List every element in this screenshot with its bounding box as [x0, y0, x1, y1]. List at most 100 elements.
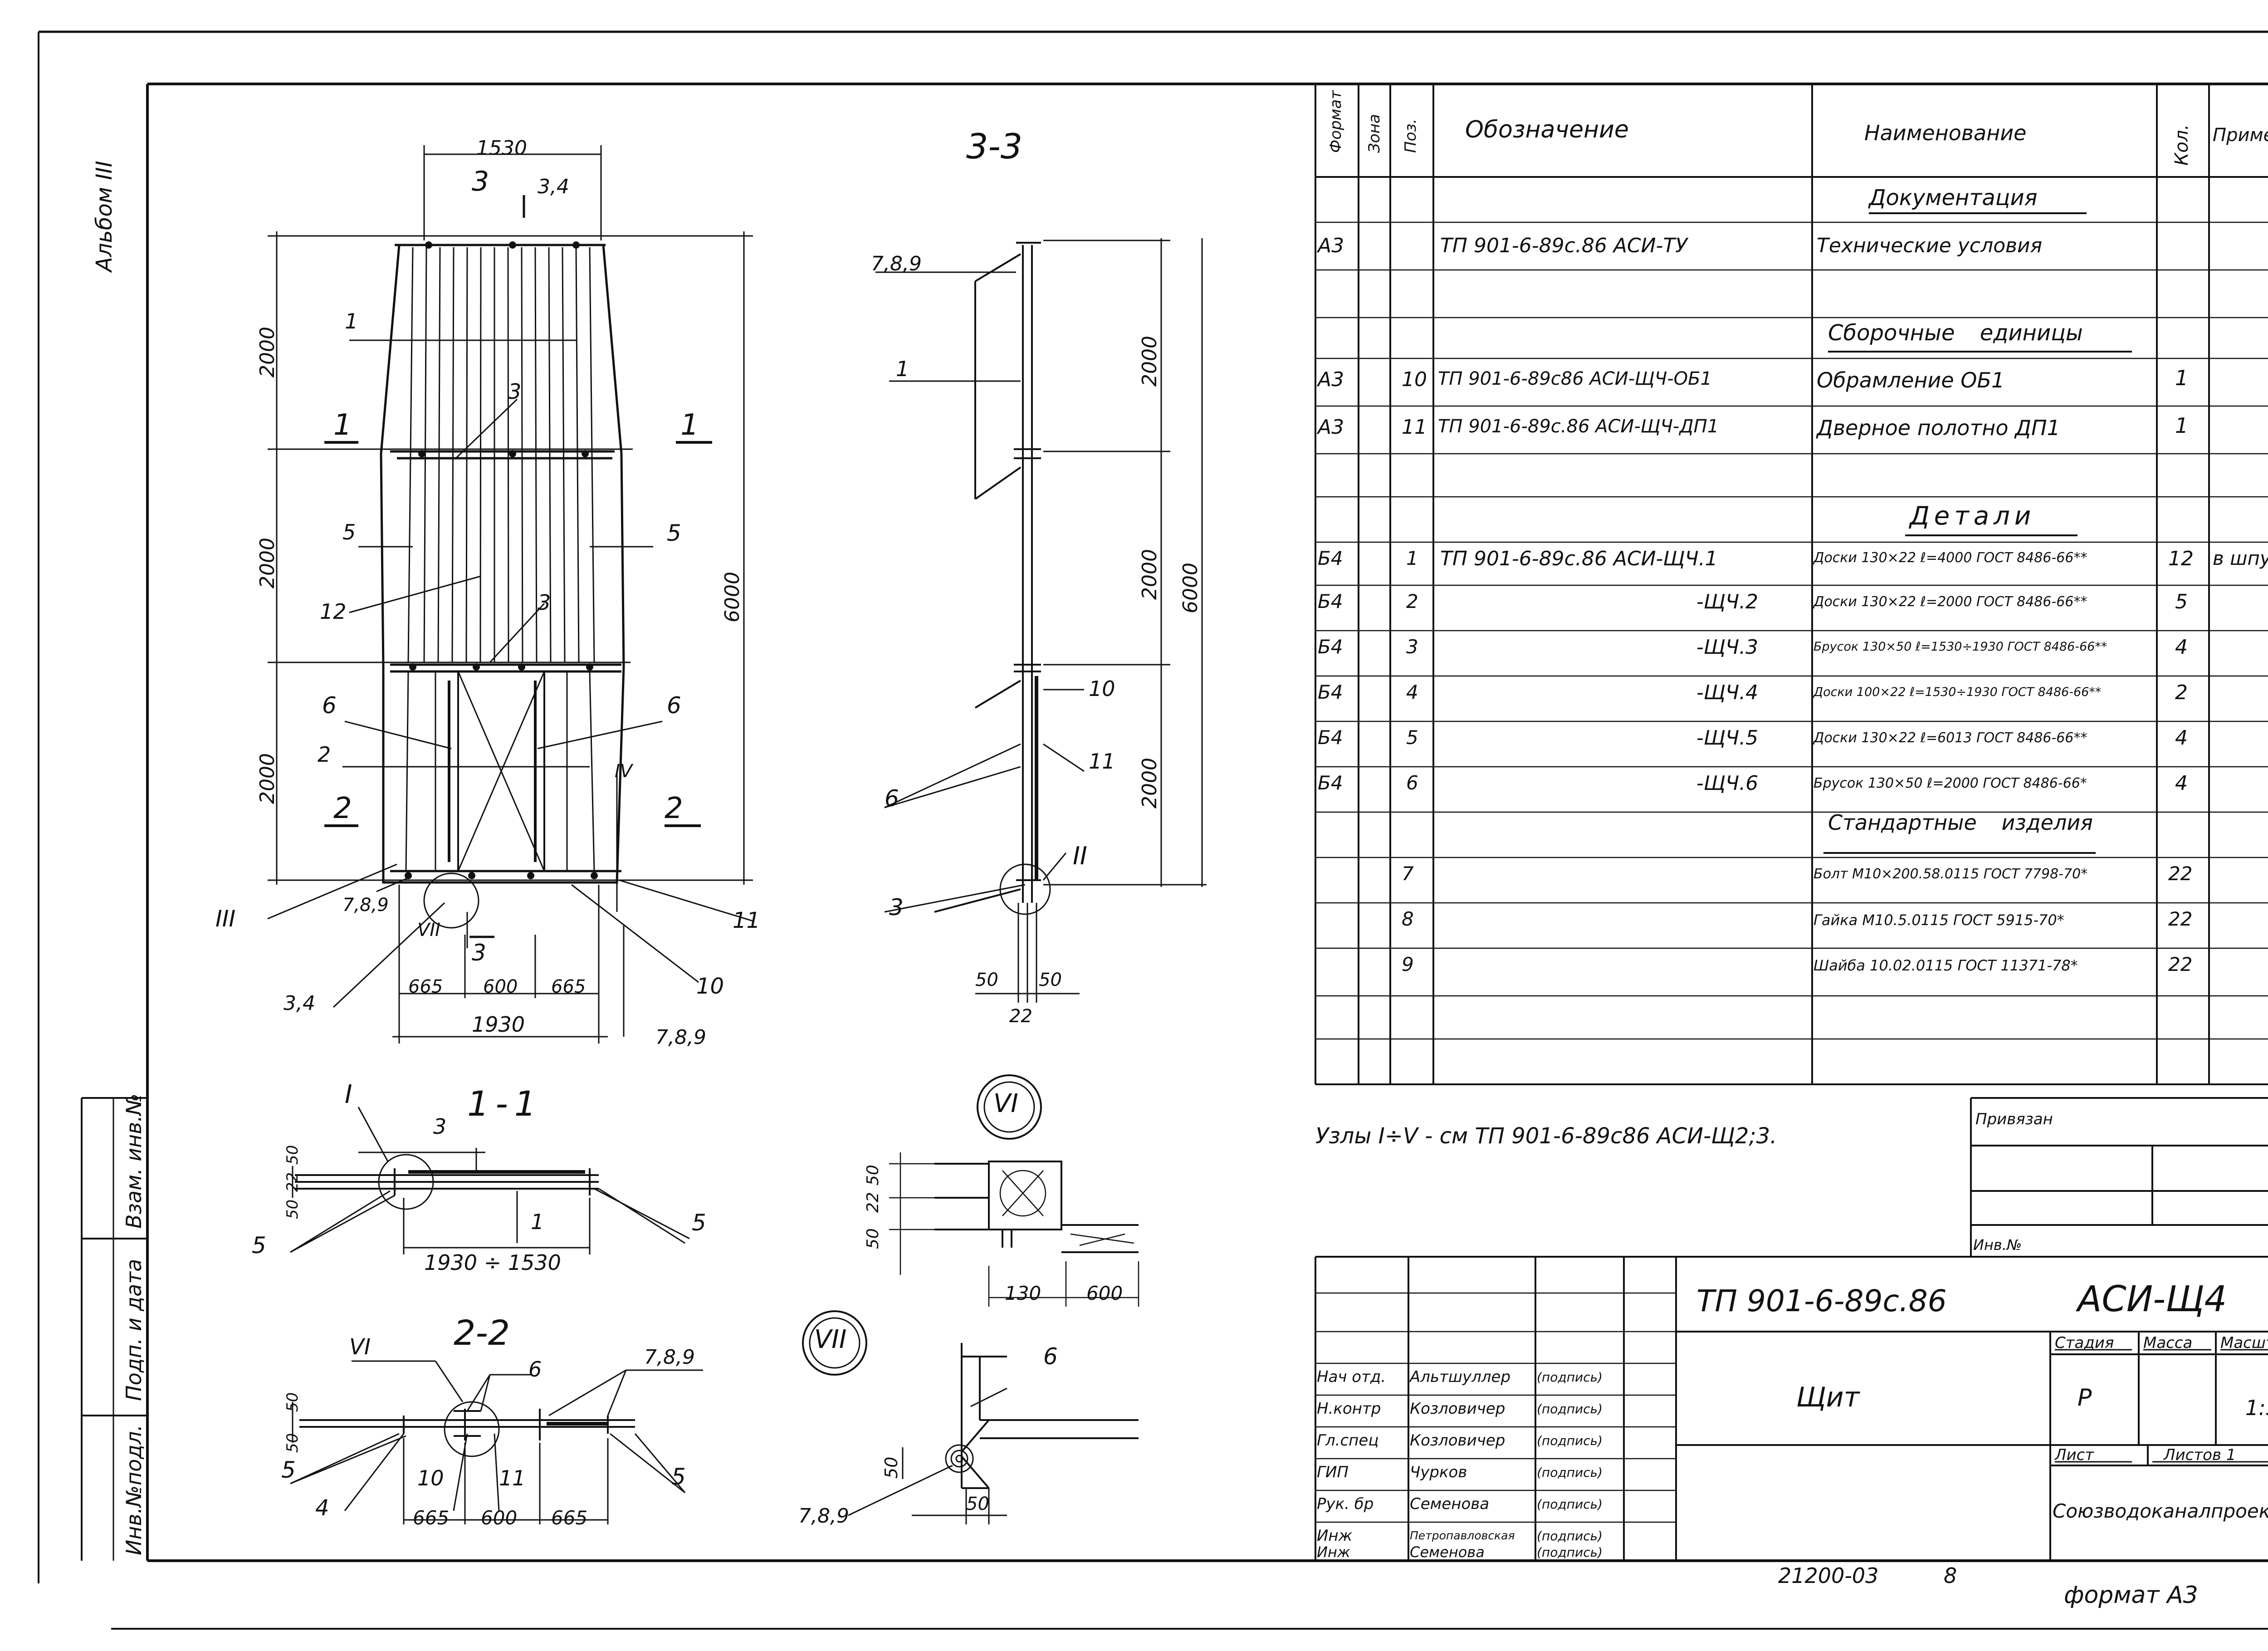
sec22-pos-5-right: 5 — [671, 1464, 686, 1490]
spec-row-pos: 3 — [1406, 636, 1418, 658]
sec22-pos-7-8-9: 7,8,9 — [644, 1346, 695, 1369]
sec33-pos-1: 1 — [896, 357, 909, 381]
sec33-pos-7-8-9: 7,8,9 — [871, 252, 922, 275]
person-sign: (подпись) — [1537, 1401, 1603, 1416]
sec33-dim-2000-b: 2000 — [1138, 549, 1161, 600]
pos-5-right: 5 — [667, 520, 681, 546]
person-name: Семенова — [1410, 1543, 1485, 1561]
spec-header-format: Формат — [1327, 90, 1345, 153]
sec22-dim-600: 600 — [481, 1507, 518, 1529]
stamp-podp-data: Подп. и дата — [122, 1259, 146, 1401]
nodeVI-dim-130: 130 — [1005, 1282, 1041, 1304]
spec-row-pos: 4 — [1406, 681, 1418, 703]
spec-row-name: Брусок 130×50 ℓ=2000 ГОСТ 8486-66* — [1813, 775, 2087, 791]
dim-2000-c: 2000 — [256, 753, 279, 804]
spec-row-qty: 2 — [2175, 681, 2188, 704]
person-name: Петропавловская — [1410, 1529, 1515, 1542]
spec-section-assembly: Сборочные единицы — [1828, 320, 2083, 346]
sec22-pos-11: 11 — [499, 1466, 526, 1490]
spec-row-name: Обрамление ОБ1 — [1817, 368, 2005, 392]
nodeVII-dim-50: 50 — [881, 1456, 901, 1479]
pos-3-4-bottom: 3,4 — [284, 992, 315, 1015]
person-name: Козловичер — [1410, 1431, 1505, 1450]
spec-row-designation: ТП 901-6-89с86 АСИ-ЩЧ-ОБ1 — [1438, 368, 1712, 389]
pos-2: 2 — [318, 742, 331, 767]
nodeVI-dim-50: 50 — [864, 1165, 882, 1186]
person-name: Альтшуллер — [1410, 1368, 1511, 1386]
dim-top-1530: 1530 — [476, 137, 527, 160]
sheets-header: Листов 1 — [2164, 1446, 2236, 1464]
spec-row-pos: 8 — [1402, 908, 1414, 930]
nodeVI-dim-22: 22 — [864, 1192, 882, 1213]
nodeVI-dim-50b: 50 — [864, 1228, 882, 1249]
dim-6000: 6000 — [721, 572, 744, 622]
section-mark-3-top: 3 — [472, 166, 489, 197]
dim-2000-b: 2000 — [256, 538, 279, 588]
spec-row-format: Б4 — [1318, 590, 1343, 612]
spec-header-note: Примечан. — [2213, 125, 2268, 146]
sheet-header: Лист — [2055, 1446, 2094, 1464]
sec33-pos-6: 6 — [885, 785, 899, 812]
spec-row-designation: ТП 901-6-89с.86 АСИ-ЩЧ.1 — [1440, 547, 1718, 570]
pos-3-b: 3 — [538, 590, 551, 615]
spec-row-pos: 5 — [1406, 726, 1418, 749]
sec11-pos-1: 1 — [531, 1210, 544, 1234]
sec22-pos-6: 6 — [528, 1357, 542, 1382]
nodeVI-dim-600: 600 — [1086, 1282, 1123, 1304]
person-role: Рук. бр — [1317, 1495, 1374, 1513]
section-mark-2-left: 2 — [333, 792, 352, 825]
spec-row-pos: 11 — [1402, 416, 1427, 439]
sec22-pos-4: 4 — [315, 1495, 329, 1521]
album-label: Альбом III — [92, 161, 117, 272]
spec-row-qty: 4 — [2175, 726, 2188, 750]
pos-6-left: 6 — [322, 692, 337, 719]
spec-row-name: Доски 130×22 ℓ=4000 ГОСТ 8486-66** — [1813, 550, 2087, 566]
person-role: Инж — [1317, 1527, 1353, 1545]
spec-section-standard: Стандартные изделия — [1828, 810, 2093, 835]
person-role: ГИП — [1317, 1463, 1349, 1481]
node-VII-label: VII — [814, 1325, 847, 1354]
pos-7-8-9-right: 7,8,9 — [655, 1026, 706, 1049]
sec22-pos-5-left: 5 — [281, 1457, 296, 1483]
spec-header-designation: Обозначение — [1465, 116, 1629, 143]
spec-row-qty: 4 — [2175, 636, 2188, 659]
pos-7-8-9-left: 7,8,9 — [342, 895, 389, 916]
scale-header: Масштаб — [2220, 1334, 2268, 1352]
person-sign: (подпись) — [1537, 1433, 1603, 1448]
spec-row-designation: -ЩЧ.4 — [1696, 681, 1759, 704]
person-role: Инж — [1317, 1543, 1350, 1561]
person-sign: (подпись) — [1537, 1497, 1603, 1512]
sec22-dim-665-right: 665 — [551, 1507, 588, 1529]
dim-1930: 1930 — [472, 1012, 525, 1037]
sec22-dim-50b: 50 — [284, 1433, 302, 1453]
spec-row-pos: 6 — [1406, 772, 1418, 794]
sec33-dim-50-right: 50 — [1039, 970, 1062, 990]
person-role: Гл.спец — [1317, 1431, 1379, 1450]
sec33-pos-10: 10 — [1089, 676, 1115, 701]
spec-row-name: Технические условия — [1817, 234, 2043, 257]
person-name: Чурков — [1410, 1463, 1467, 1481]
sec11-pos-3: 3 — [433, 1114, 447, 1139]
spec-row-designation: ТП 901-6-89с.86 АСИ-ТУ — [1440, 234, 1688, 257]
pos-10: 10 — [696, 974, 724, 999]
sec33-pos-3: 3 — [889, 894, 904, 921]
spec-row-qty: 4 — [2175, 772, 2188, 795]
dim-2000-a: 2000 — [256, 327, 279, 377]
archive-number: 21200-03 — [1778, 1563, 1879, 1588]
spec-row-name: Доски 130×22 ℓ=2000 ГОСТ 8486-66** — [1813, 594, 2087, 610]
section-mark-2-right: 2 — [665, 792, 683, 825]
section-3-3-title: 3-3 — [966, 126, 1023, 167]
sec11-dim-50b: 50 — [284, 1199, 302, 1219]
pos-1: 1 — [345, 309, 358, 333]
sec33-dim-22: 22 — [1009, 1006, 1032, 1027]
spec-row-pos: 9 — [1402, 953, 1414, 975]
scale-value: 1:50 — [2245, 1396, 2268, 1420]
spec-row-name: Шайба 10.02.0115 ГОСТ 11371-78* — [1813, 957, 2078, 974]
spec-row-pos: 10 — [1402, 368, 1427, 391]
dim-665-right: 665 — [551, 976, 586, 997]
dim-665-left: 665 — [408, 976, 443, 997]
spec-row-designation: -ЩЧ.3 — [1696, 636, 1759, 659]
spec-row-designation: ТП 901-6-89с.86 АСИ-ЩЧ-ДП1 — [1438, 416, 1719, 437]
sec33-dim-6000: 6000 — [1179, 563, 1202, 613]
stage-value: Р — [2077, 1384, 2092, 1411]
